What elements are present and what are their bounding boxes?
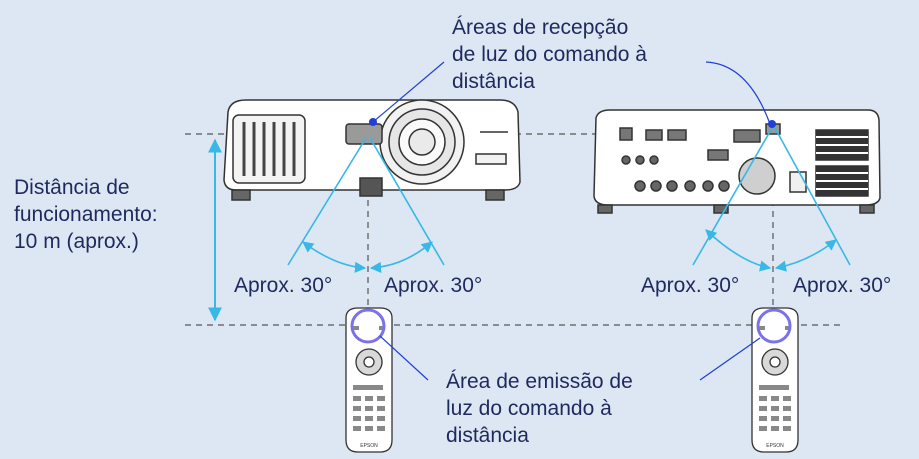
receiver-pointers bbox=[369, 61, 776, 128]
distance-label-line-3: 10 m (aprox.) bbox=[14, 230, 139, 253]
angle-label-front-left: Aprox. 30° bbox=[234, 274, 333, 297]
left-emitter-ring bbox=[350, 308, 386, 344]
projector-front-icon bbox=[223, 99, 521, 201]
remote-control-right-icon bbox=[751, 307, 799, 453]
emitter-pointers bbox=[379, 335, 761, 381]
receivers-label: Áreas de recepção de luz do comando à di… bbox=[452, 14, 647, 95]
receivers-label-line-2: de luz do comando à bbox=[452, 43, 647, 66]
receivers-label-line-3: distância bbox=[452, 70, 535, 93]
angle-label-rear-right: Aprox. 30° bbox=[793, 274, 892, 297]
emitter-label-line-3: distância bbox=[446, 424, 529, 447]
right-emitter-ring bbox=[756, 308, 792, 344]
angle-label-rear-left: Aprox. 30° bbox=[641, 274, 740, 297]
receivers-label-line-1: Áreas de recepção bbox=[452, 16, 629, 39]
rear-receiver-dot bbox=[768, 120, 776, 128]
emitter-label-line-1: Área de emissão de bbox=[446, 370, 633, 393]
distance-label: Distância de funcionamento: 10 m (aprox.… bbox=[14, 174, 158, 255]
front-receiver-dot bbox=[369, 118, 377, 126]
emitter-label: Área de emissão de luz do comando à dist… bbox=[446, 368, 633, 449]
remote-control-left-icon bbox=[345, 307, 393, 453]
projector-rear-icon bbox=[593, 109, 881, 214]
remote-brand-right: EPSON bbox=[766, 443, 784, 449]
front-angle-guides bbox=[287, 137, 445, 273]
distance-label-line-1: Distância de bbox=[14, 176, 130, 199]
emitter-label-line-2: luz do comando à bbox=[446, 397, 612, 420]
rear-angle-guides bbox=[692, 127, 851, 272]
remote-brand-left: EPSON bbox=[360, 443, 378, 449]
distance-label-line-2: funcionamento: bbox=[14, 203, 158, 226]
angle-label-front-right: Aprox. 30° bbox=[384, 274, 483, 297]
